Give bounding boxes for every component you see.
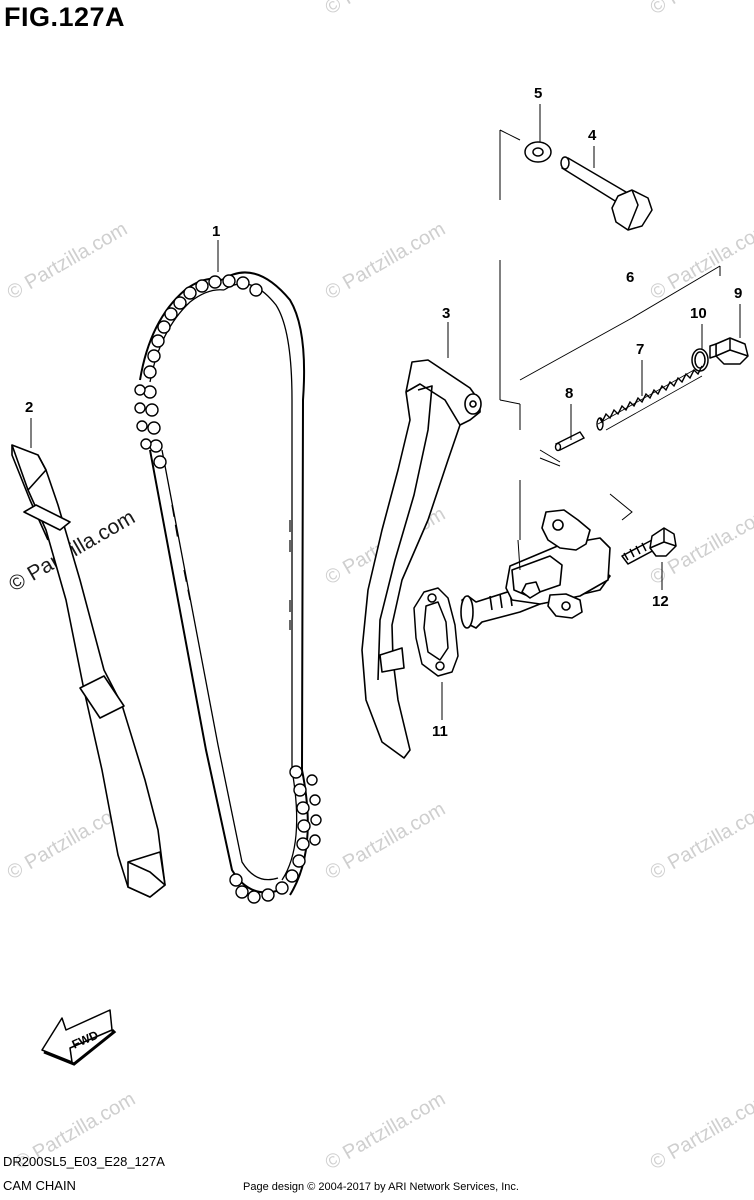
- fwd-arrow-icon: FWD: [41, 1009, 117, 1066]
- spring[interactable]: [596, 365, 703, 431]
- washer[interactable]: [524, 141, 552, 163]
- callout-9: 9: [734, 285, 742, 302]
- plug-bolt[interactable]: [709, 337, 749, 365]
- watermark-text: © Partzilla.com: [322, 1088, 450, 1174]
- watermark-text: © Partzilla.com: [647, 0, 754, 19]
- chain-tensioner-guide[interactable]: [361, 359, 482, 759]
- section-title: CAM CHAIN: [3, 1178, 76, 1193]
- watermark-text: © Partzilla.com: [322, 218, 450, 304]
- callout-11: 11: [432, 723, 448, 740]
- watermark-text: © Partzilla.com: [4, 218, 132, 304]
- callout-2: 2: [25, 399, 33, 416]
- watermark-text: © Partzilla.com: [322, 0, 450, 19]
- bolt-12[interactable]: [621, 527, 677, 565]
- callout-6: 6: [626, 269, 634, 286]
- figure-title: FIG.127A: [4, 2, 126, 32]
- copyright-notice: Page design © 2004-2017 by ARI Network S…: [243, 1181, 519, 1193]
- watermark-text: © Partzilla.com: [647, 798, 754, 884]
- watermark-text: © Partzilla.com: [322, 798, 450, 884]
- callout-5: 5: [534, 85, 542, 102]
- bolt-4[interactable]: [560, 156, 653, 231]
- pin[interactable]: [554, 431, 586, 452]
- callout-12: 12: [652, 593, 669, 610]
- callout-4: 4: [588, 127, 597, 144]
- callout-1: 1: [212, 223, 220, 240]
- o-ring[interactable]: [691, 348, 709, 372]
- callout-10: 10: [690, 305, 707, 322]
- callouts: 1 2 3 4 5 6 7 8 9 10 11 12: [25, 85, 742, 740]
- callout-3: 3: [442, 305, 450, 322]
- leader-lines: [30, 104, 741, 720]
- figure-code: DR200SL5_E03_E28_127A: [3, 1154, 165, 1169]
- callout-8: 8: [565, 385, 573, 402]
- callout-7: 7: [636, 341, 644, 358]
- cam-chain[interactable]: [134, 271, 322, 904]
- gasket[interactable]: [413, 587, 459, 677]
- chain-guide-front[interactable]: [11, 444, 166, 898]
- tensioner-assembly[interactable]: [460, 509, 611, 629]
- watermark-text: © Partzilla.com: [647, 1088, 754, 1174]
